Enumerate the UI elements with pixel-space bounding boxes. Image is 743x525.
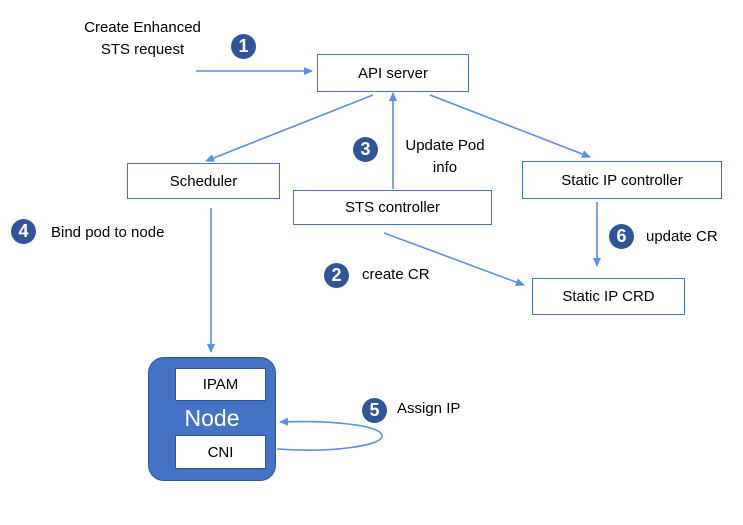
arrow-api-server-to-static-ip-controller [429,94,591,158]
step-3-line-1: Update Pod [405,137,485,154]
step-3-label: Update Pod info [397,135,493,179]
node-box: IPAM Node CNI [148,357,276,481]
static-ip-crd-box: Static IP CRD [532,278,685,315]
step-1-badge: 1 [231,34,256,59]
step-5-label: Assign IP [397,400,461,417]
arrow-sts-controller-to-static-ip-crd [383,232,525,286]
sts-controller-label: STS controller [344,199,441,216]
step-3-line-2: info [432,159,458,176]
static-ip-crd-label: Static IP CRD [562,288,655,305]
cni-box: CNI [175,435,266,469]
scheduler-box: Scheduler [127,163,280,199]
ipam-box: IPAM [175,368,266,401]
step-4-label: Bind pod to node [51,224,165,241]
sts-controller-box: STS controller [293,190,492,225]
ipam-label: IPAM [202,376,239,393]
node-title: Node [184,405,240,431]
api-server-label: API server [357,64,429,82]
api-server-box: API server [317,54,469,92]
step-2-badge: 2 [324,263,349,288]
step-1-line-1: Create Enhanced [84,19,201,36]
step-3-badge: 3 [353,137,378,162]
step-1-label: Create Enhanced STS request [70,17,215,61]
step-2-label: create CR [362,266,430,283]
cni-label: CNI [207,443,234,461]
static-ip-controller-box: Static IP controller [522,161,722,199]
scheduler-label: Scheduler [169,172,238,190]
arrow-api-server-to-scheduler [205,94,374,162]
step-4-badge: 4 [11,219,36,244]
step-1-line-2: STS request [100,41,185,58]
step-6-badge: 6 [609,224,634,249]
step-5-badge: 5 [362,398,387,423]
arrow-assign-ip-loop [276,417,383,451]
static-ip-controller-label: Static IP controller [561,171,683,189]
step-6-label: update CR [646,228,718,245]
